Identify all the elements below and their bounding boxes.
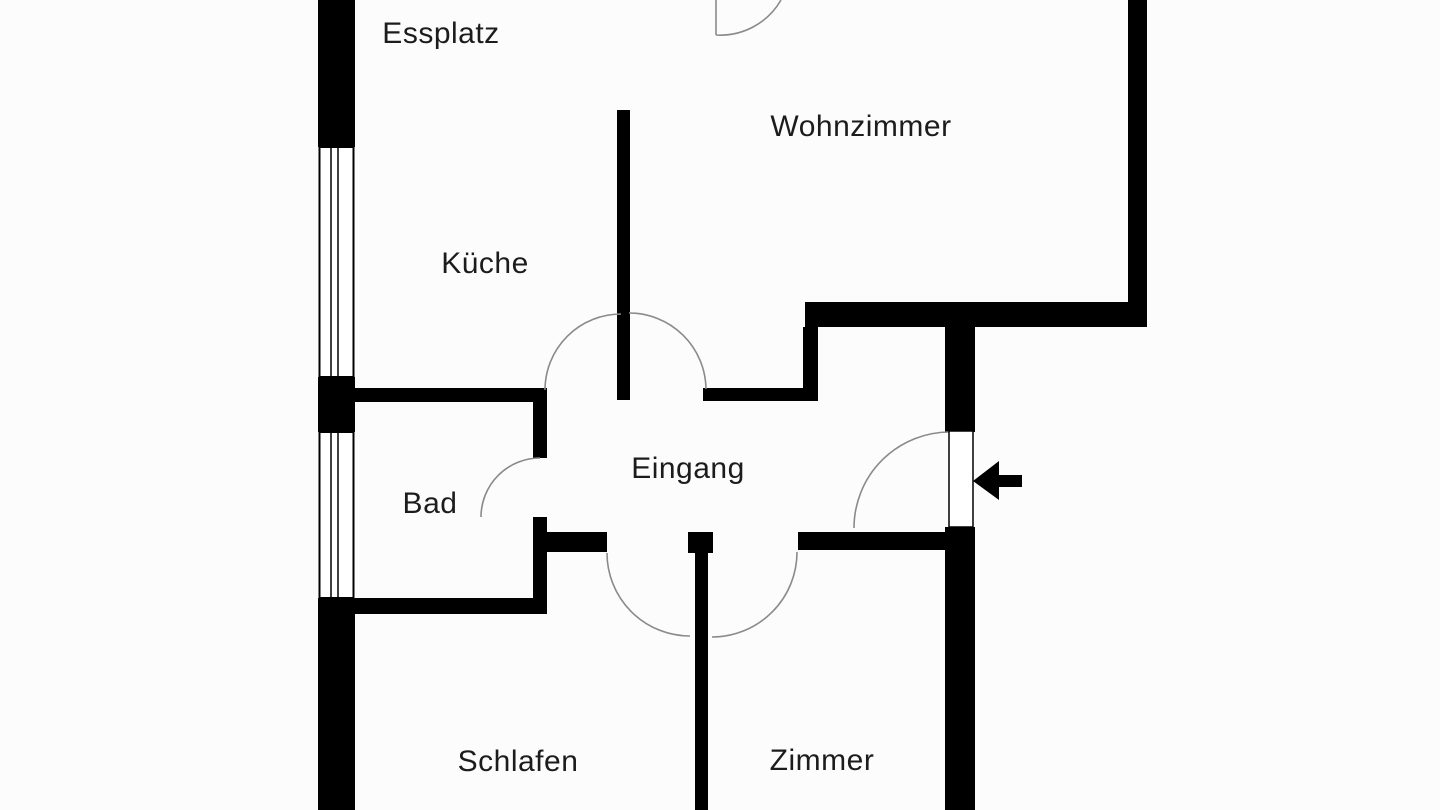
wall-hall-southeast [798,532,975,550]
wall-divider-schlafen-zimmer [695,552,708,810]
wall-pillar [803,327,818,400]
wall-wohnzimmer-south [805,302,1147,327]
room-label-eingang: Eingang [631,452,745,485]
wall-entrance-upper [945,327,975,432]
door-arc-kueche [544,313,622,391]
room-label-zimmer: Zimmer [769,744,875,777]
wall-right-upper [1128,0,1147,327]
room-label-bad: Bad [402,487,458,520]
room-label-kueche: Küche [441,247,529,280]
door-arc-zimmer [711,551,798,638]
room-label-schlafen: Schlafen [457,745,579,778]
window-symbol-kueche [318,146,355,378]
door-arc-wohnzimmer-top [715,0,782,36]
door-arc-schlafen [606,552,691,637]
wall-left-bottom [318,598,355,810]
room-label-wohnzimmer: Wohnzimmer [770,110,952,143]
wall-left-mid [318,377,355,432]
wall-bad-right-upper [533,388,547,458]
door-leaf-entrance [948,430,974,528]
wall-partition-kueche [617,110,630,400]
doors [480,0,974,638]
wall-entrance-lower [945,527,975,810]
door-arc-entrance [853,431,951,529]
wall-hall-southwest [543,532,607,552]
door-arc-bad [480,457,541,518]
door-arc-wohnzimmer [628,312,707,390]
windows [318,146,355,599]
entrance-arrow-icon [973,461,1022,500]
walls [318,0,1147,810]
wall-left-top [318,0,355,147]
wall-eingang-north [703,388,818,401]
window-symbol-bad [318,431,355,599]
room-label-essplatz: Essplatz [382,17,500,50]
wall-bad-bottom [318,598,547,614]
wall-door-post [688,532,713,553]
wall-bad-top [322,388,547,402]
